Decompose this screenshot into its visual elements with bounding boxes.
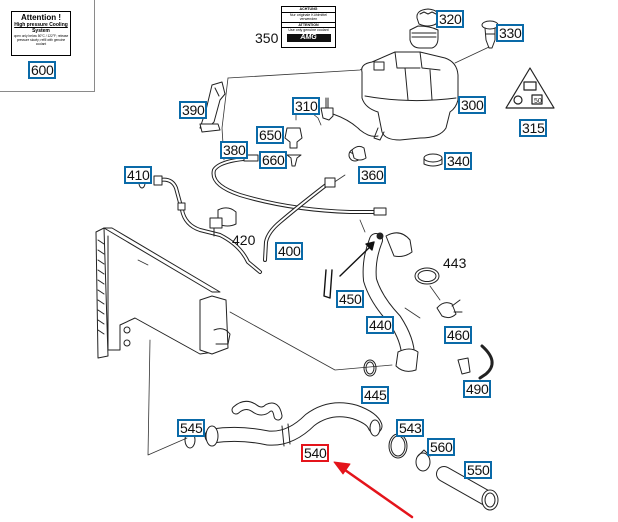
attention-heading: Attention ! [21, 13, 61, 22]
callout-460[interactable]: 460 [444, 326, 473, 344]
sticker-line3: ATTENTION [282, 23, 335, 28]
callout-660[interactable]: 660 [259, 151, 288, 169]
label-443: 443 [443, 255, 467, 271]
expansion-tank [361, 25, 459, 141]
clip-490 [457, 344, 494, 380]
callout-315[interactable]: 315 [519, 119, 548, 137]
level-sensor [320, 97, 379, 137]
attention-line3: System [32, 28, 50, 34]
upper-hose-440 [362, 232, 419, 372]
callout-543[interactable]: 543 [396, 419, 425, 437]
callout-320[interactable]: 320 [436, 10, 465, 28]
attention-subheading: High pressure Cooling [14, 22, 68, 28]
sensor-clamp-420 [209, 207, 237, 237]
hose-clamp-360 [351, 145, 367, 161]
callout-440[interactable]: 440 [366, 316, 395, 334]
callout-330[interactable]: 330 [496, 24, 525, 42]
warning-triangle: 50 [505, 67, 555, 109]
label-350: 350 [255, 30, 279, 46]
callout-360[interactable]: 360 [358, 166, 387, 184]
inset-panel: Attention ! High pressure Cooling System… [0, 0, 95, 92]
callout-400[interactable]: 400 [275, 242, 304, 260]
callout-390[interactable]: 390 [179, 101, 208, 119]
label-420: 420 [232, 232, 256, 248]
o-ring-445 [363, 359, 377, 377]
amg-logo: AMG [286, 33, 331, 42]
lower-hose-540 [204, 400, 383, 447]
callout-545[interactable]: 545 [177, 419, 206, 437]
red-pointer-arrow [333, 461, 414, 519]
callout-310[interactable]: 310 [292, 97, 321, 115]
sticker-line1: ACHTUNG [282, 7, 335, 13]
small-fittings [284, 127, 303, 167]
callout-380[interactable]: 380 [220, 141, 249, 159]
attention-fine-print: open only below 50°C / 122°F; release pr… [13, 34, 69, 46]
callout-340[interactable]: 340 [444, 152, 473, 170]
warning-value-text: 50 [534, 98, 542, 105]
clamp-460 [436, 299, 463, 319]
callout-650[interactable]: 650 [256, 126, 285, 144]
bleed-line-380 [211, 154, 387, 216]
o-ring-443 [414, 267, 440, 285]
callout-550[interactable]: 550 [464, 461, 493, 479]
pipe-410 [138, 175, 262, 274]
callout-300[interactable]: 300 [458, 96, 487, 114]
callout-445[interactable]: 445 [361, 386, 390, 404]
callout-600[interactable]: 600 [28, 61, 57, 79]
callout-490[interactable]: 490 [463, 380, 492, 398]
hose-550 [436, 466, 499, 511]
sticker-line4: Use only genuine coolant [288, 28, 329, 32]
push-clip [481, 20, 499, 49]
radiator [95, 227, 231, 359]
arrow-450 [323, 241, 375, 299]
callout-410[interactable]: 410 [124, 166, 153, 184]
callout-560[interactable]: 560 [427, 438, 456, 456]
sticker-line2: Nur originale Kühlmittel verwenden [282, 13, 335, 23]
callout-540-selected[interactable]: 540 [301, 444, 330, 462]
amg-sticker: ACHTUNG Nur originale Kühlmittel verwend… [281, 6, 336, 48]
attention-label-card: Attention ! High pressure Cooling System… [11, 11, 71, 56]
callout-450[interactable]: 450 [336, 290, 365, 308]
rubber-grommet [423, 153, 443, 167]
o-ring-543 [388, 433, 408, 459]
